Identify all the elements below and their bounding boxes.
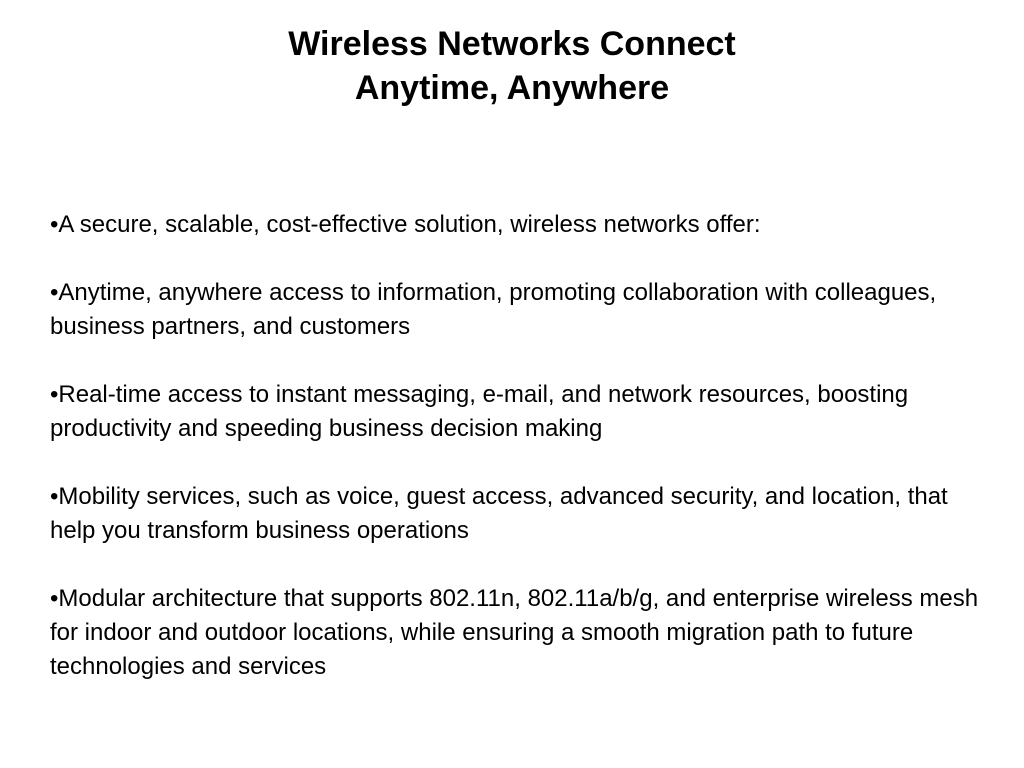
slide-title-line-2: Anytime, Anywhere bbox=[354, 69, 670, 107]
slide-title: Wireless Networks Connect Anytime, Anywh… bbox=[0, 22, 1024, 110]
slide-body: •A secure, scalable, cost-effective solu… bbox=[50, 208, 980, 718]
bullet-anytime-access: •Anytime, anywhere access to information… bbox=[50, 279, 937, 340]
bullet-modular-architecture: •Modular architecture that supports 802.… bbox=[50, 585, 979, 680]
slide-title-line-1: Wireless Networks Connect bbox=[288, 25, 736, 63]
bullet-mobility-services: •Mobility services, such as voice, guest… bbox=[50, 483, 948, 544]
bullet-intro: •A secure, scalable, cost-effective solu… bbox=[50, 211, 761, 238]
bullet-real-time-access: •Real-time access to instant messaging, … bbox=[50, 381, 909, 442]
